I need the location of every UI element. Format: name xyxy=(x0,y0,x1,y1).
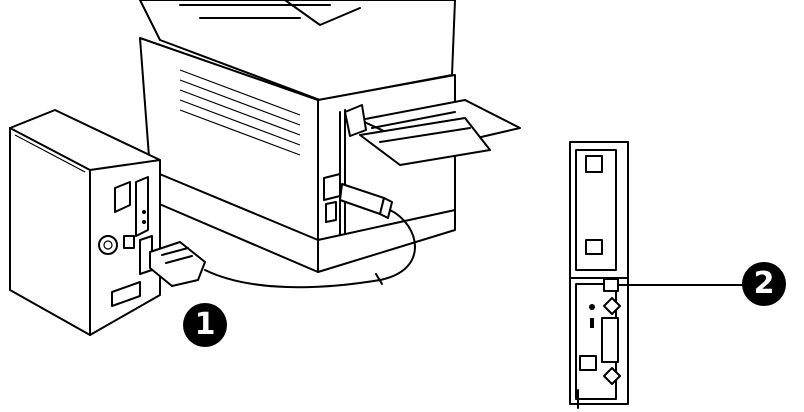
network-port-icon xyxy=(603,278,619,292)
callout-2-badge: 2 xyxy=(742,262,786,306)
computer-illustration xyxy=(9,109,161,336)
usb-plug-icon xyxy=(149,241,206,287)
printer-illustration xyxy=(139,0,521,273)
callout-1-badge: 1 xyxy=(183,303,227,347)
callout-2-label: 2 xyxy=(753,266,775,301)
callout-1-label: 1 xyxy=(194,307,216,342)
network-card-illustration xyxy=(569,141,629,409)
